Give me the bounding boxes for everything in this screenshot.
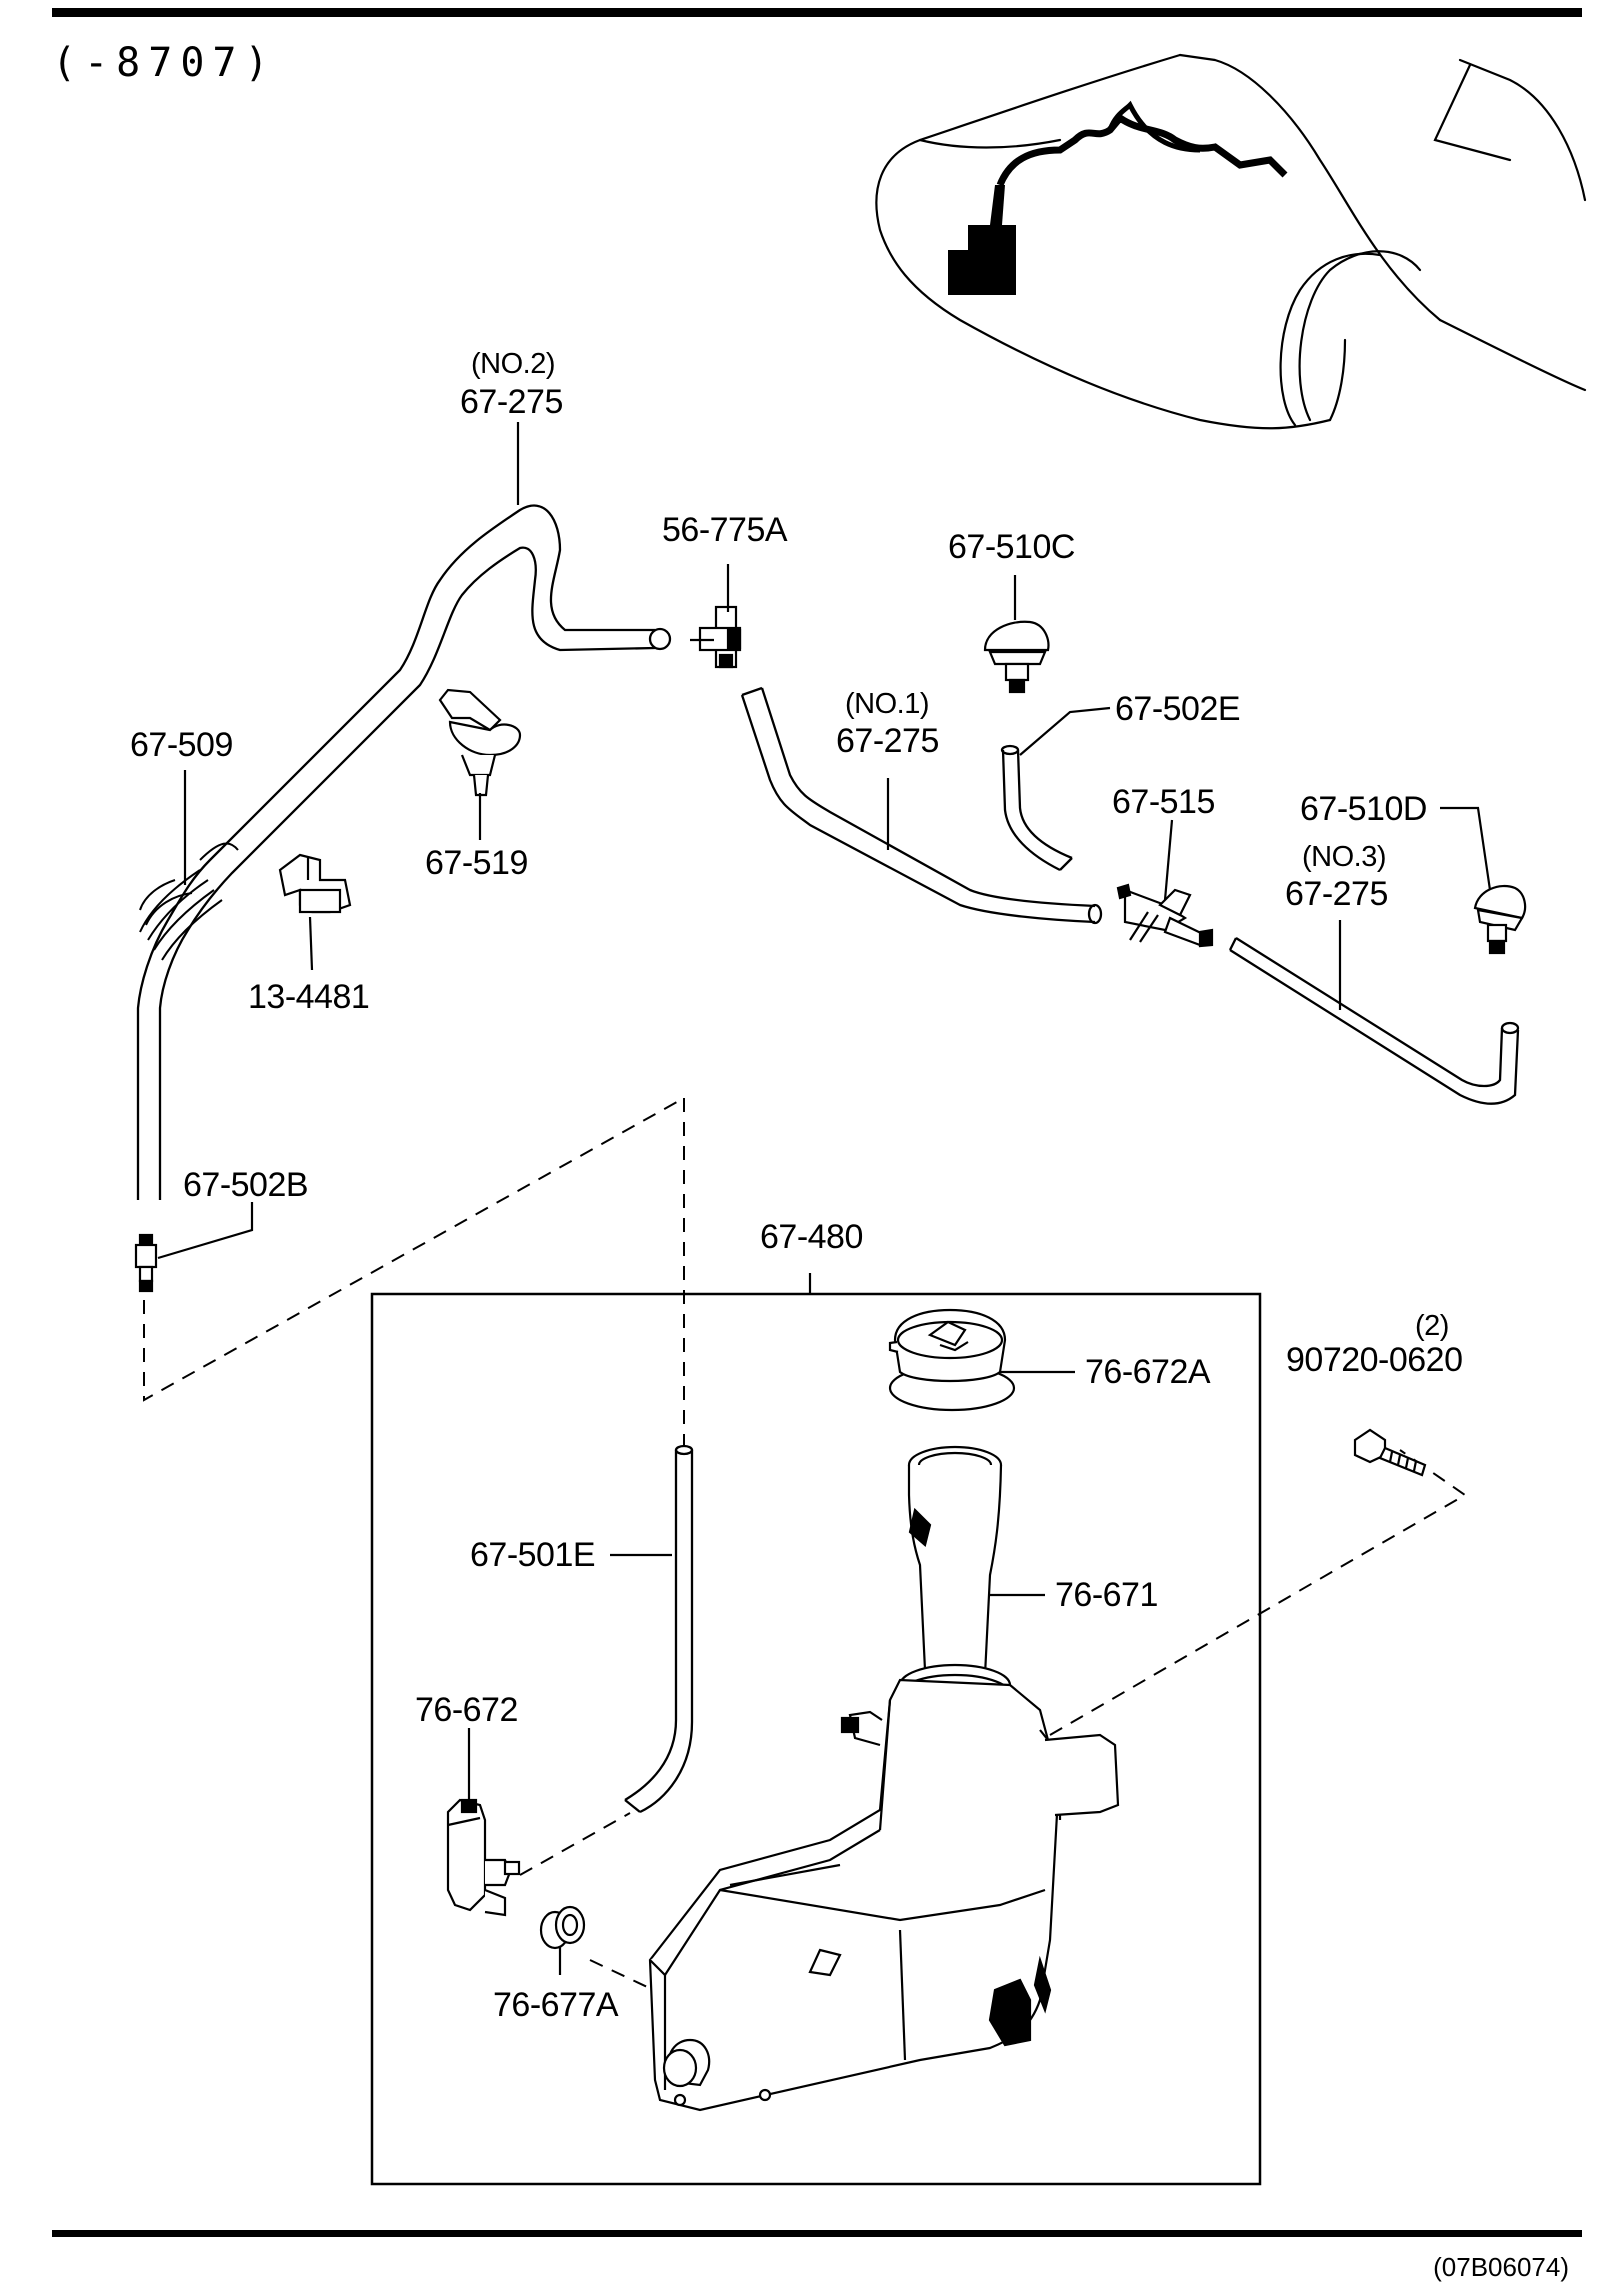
hose-67-275-no1 (740, 686, 1103, 925)
label-clip-67-519: 67-519 (425, 844, 528, 882)
label-grommet-76-677a: 76-677A (493, 1986, 619, 2024)
label-joint-56-775a: 56-775A (662, 511, 788, 549)
tank-assembly-box (370, 1292, 1262, 2186)
grommet-76-677a (539, 1905, 586, 1950)
label-three-way-67-515: 67-515 (1112, 783, 1215, 821)
hose-67-502e (1000, 744, 1073, 872)
harness-highlight (948, 100, 1288, 295)
clip-13-4481 (278, 853, 352, 914)
bottom-border (52, 2230, 1582, 2237)
label-hose-67-275-no2: 67-275 (460, 383, 563, 421)
label-tank-assy-67-480: 67-480 (760, 1218, 863, 1256)
label-hose-67-509: 67-509 (130, 726, 233, 764)
nozzle-67-510d (1473, 884, 1527, 955)
model-range-label: (-8707) (52, 40, 277, 86)
diagram-code: (07B06074) (1433, 2252, 1569, 2282)
hose-67-509 (136, 504, 672, 1200)
car-outline-illustration (875, 53, 1587, 430)
hose-corrugation (139, 842, 239, 961)
label-hose-67-275-no1: 67-275 (836, 722, 939, 760)
cap-76-672a (888, 1308, 1016, 1412)
label-nozzle-67-510c: 67-510C (948, 528, 1075, 566)
joint-56-775a (690, 605, 742, 669)
filler-neck-76-671 (895, 1445, 1015, 1721)
label-hose-67-502b: 67-502B (183, 1166, 309, 1204)
top-border (52, 8, 1582, 17)
washer-tank (648, 1678, 1120, 2112)
leader-lines (157, 422, 1492, 1975)
label-hose-67-502e: 67-502E (1115, 690, 1241, 728)
three-way-67-515 (1116, 883, 1214, 948)
label-cap-76-672a: 76-672A (1085, 1353, 1211, 1391)
label-hose-no2-qualifier: (NO.2) (471, 348, 556, 380)
label-filler-76-671: 76-671 (1055, 1576, 1158, 1614)
label-hose-67-501e: 67-501E (470, 1536, 596, 1574)
clip-67-519 (438, 688, 522, 797)
hose-67-501e (624, 1444, 694, 1814)
label-bolt-quantity: (2) (1415, 1310, 1449, 1342)
label-clip-13-4481: 13-4481 (248, 978, 370, 1016)
label-pump-76-672: 76-672 (415, 1691, 518, 1729)
label-hose-no3-qualifier: (NO.3) (1302, 841, 1387, 873)
label-hose-67-275-no3: 67-275 (1285, 875, 1388, 913)
label-nozzle-67-510d: 67-510D (1300, 790, 1427, 828)
connector-67-502b (134, 1233, 158, 1293)
pump-76-672 (446, 1798, 521, 1917)
label-bolt-90720-0620: 90720-0620 (1286, 1341, 1463, 1379)
nozzle-67-510c (983, 620, 1050, 694)
bolt-90720-0620 (1353, 1428, 1427, 1477)
hose-67-275-no3 (1228, 937, 1520, 1105)
label-hose-no1-qualifier: (NO.1) (845, 688, 930, 720)
